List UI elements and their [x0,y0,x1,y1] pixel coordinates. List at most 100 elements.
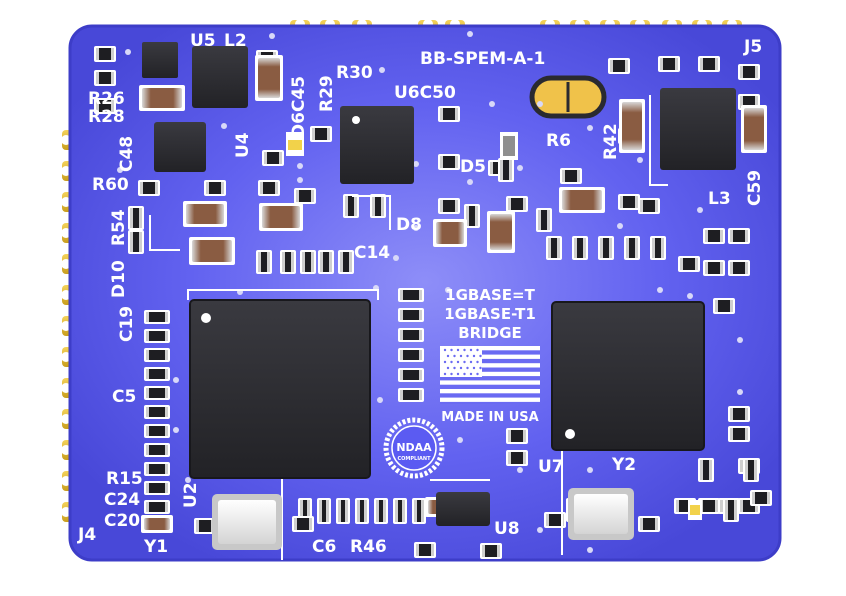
smd-resistor [128,206,144,230]
smd-resistor [743,458,759,482]
smd-resistor [343,194,359,218]
us-flag-graphic [440,346,540,404]
via [737,389,743,395]
designator-r29: R29 [317,75,337,112]
crystal-y2 [568,488,634,540]
product-line-1: 1GBASE=T [445,286,535,304]
smd-resistor [498,158,514,182]
smd-resistor [650,236,666,260]
smd-resistor [338,250,354,274]
smd-resistor [480,543,502,559]
smd-resistor [728,228,750,244]
via [413,161,419,167]
smd-resistor [506,428,528,444]
via [297,163,303,169]
via [269,33,275,39]
ic-u4 [154,122,206,172]
smd-resistor [398,308,424,322]
smd-resistor [464,204,480,228]
smd-resistor [138,180,160,196]
designator-l3: L3 [708,189,731,209]
designator-y2: Y2 [611,455,636,475]
smd-resistor [144,500,170,514]
smd-resistor [703,260,725,276]
ic-u8 [436,492,490,526]
board-name-label: BB-SPEM-A-1 [420,49,545,69]
smd-resistor [280,250,296,274]
smd-resistor [638,198,660,214]
smd-passive [487,211,515,253]
via [173,377,179,383]
smd-resistor [506,196,528,212]
designator-c20: C20 [104,511,140,531]
smd-passive [183,201,227,227]
ic-u2-qfn [189,299,371,479]
smd-resistor [256,250,272,274]
via [125,49,131,55]
smd-resistor [393,498,407,524]
designator-y1: Y1 [143,537,168,557]
smd-resistor [698,56,720,72]
designator-c48: C48 [117,136,137,172]
designator-r60: R60 [92,175,129,195]
smd-resistor [438,198,460,214]
via [413,225,419,231]
via [587,125,593,131]
smd-resistor [728,426,750,442]
solder-jumper-pad [529,75,607,119]
designator-u8: U8 [494,519,520,539]
smd-resistor [144,424,170,438]
smd-resistor [723,498,739,522]
smd-resistor [412,498,426,524]
smd-resistor [658,56,680,72]
smd-resistor [398,368,424,382]
designator-r30: R30 [336,63,373,83]
ndaa-text: NDAA [396,441,432,454]
smd-resistor [750,490,772,506]
ic-u7-qfn [551,301,705,451]
smd-resistor [144,348,170,362]
via [379,67,385,73]
smd-resistor [204,180,226,196]
designator-d8: D8 [396,215,422,235]
smd-resistor [310,126,332,142]
smd-resistor [728,260,750,276]
smd-resistor [398,288,424,302]
product-line-3: BRIDGE [458,324,522,342]
designator-j5: J5 [743,37,762,57]
smd-resistor [414,542,436,558]
via [377,397,383,403]
designator-c14: C14 [354,243,390,263]
smd-resistor [536,208,552,232]
smd-resistor [618,194,640,210]
designator-u4: U4 [233,132,253,158]
smd-resistor [144,462,170,476]
smd-resistor [144,481,170,495]
smd-resistor [144,386,170,400]
smd-passive [433,219,467,247]
via [617,223,623,229]
inductor-l3 [660,88,736,170]
smd-resistor [262,150,284,166]
smd-passive [255,55,283,101]
smd-passive [189,237,235,265]
smd-resistor [624,236,640,260]
smd-resistor [398,348,424,362]
designator-u2: U2 [181,482,201,508]
smd-resistor [698,458,714,482]
smd-resistor [598,236,614,260]
smd-resistor [572,236,588,260]
made-in-label: MADE IN USA [441,410,538,425]
smd-resistor [144,443,170,457]
via [587,467,593,473]
smd-passive [559,187,605,213]
smd-resistor [318,250,334,274]
designator-r42: R42 [601,123,621,160]
smd-resistor [506,450,528,466]
smd-resistor [374,498,388,524]
smd-resistor [144,405,170,419]
via [457,437,463,443]
smd-resistor [144,367,170,381]
